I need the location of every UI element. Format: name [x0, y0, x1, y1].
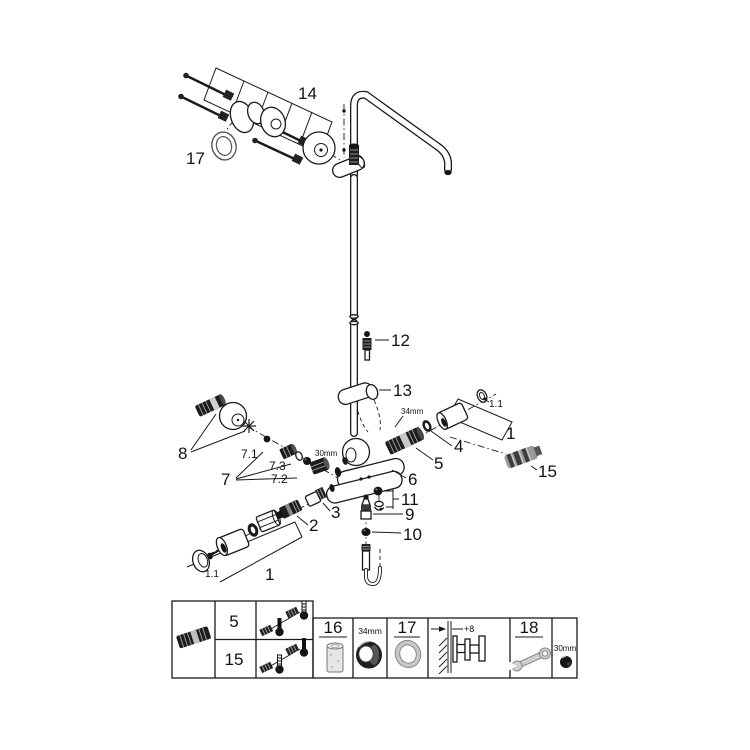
legend-cell-wall-offset: +8 [431, 621, 486, 675]
wall-seal-ring-17: 17 [186, 131, 237, 168]
aerator-2: 2 [275, 499, 318, 535]
legend-row1-icons [259, 600, 309, 637]
broach-mark [242, 419, 256, 433]
escutcheon [302, 131, 336, 165]
arm-end-fitting [444, 169, 452, 176]
size-note-34mm: 34mm [394, 407, 424, 428]
callout-7-2: 7.2 [271, 472, 288, 486]
valve-body-6: 6 [325, 437, 417, 504]
shower-arm-and-riser [332, 90, 453, 437]
callout-1-right: 1 [506, 424, 515, 443]
callout-2: 2 [309, 516, 318, 535]
callout-5: 5 [434, 454, 443, 473]
legend-cell-18: 18 [508, 618, 551, 672]
callout-4: 4 [454, 437, 463, 456]
coupler-1-bottom: 1.1 1 [186, 509, 303, 584]
legend-tools-strip [312, 617, 578, 679]
size-30mm-label: 30mm [315, 449, 338, 458]
outlet-hose [361, 544, 382, 587]
legend-row2-icons [259, 638, 309, 674]
legend-row2-number: 15 [225, 650, 244, 669]
riser-connector-nut [349, 143, 359, 165]
callout-7-1: 7.1 [241, 447, 258, 461]
cartridge-5: 5 [385, 426, 443, 473]
callout-1-1-bottom: 1.1 [205, 569, 219, 580]
part-12-stop-screw: 12 [362, 331, 410, 361]
coupler-1-right: 1.1 1 [436, 389, 515, 443]
callout-17: 17 [186, 149, 205, 168]
mount-dome [259, 106, 287, 138]
callout-12: 12 [391, 331, 410, 350]
callout-11: 11 [401, 490, 419, 509]
legend-table: 5 15 16 [171, 600, 578, 679]
legend-row1-number: 5 [229, 612, 238, 631]
callout-15-right: 15 [538, 462, 557, 481]
legend-cartridge-icon [176, 626, 211, 649]
handle-parts-7: 7 7.1 7.3 7.2 30mm [221, 435, 338, 489]
legend-cell-30mm: 30mm [554, 644, 577, 668]
callout-10: 10 [403, 525, 422, 544]
callout-3: 3 [331, 503, 340, 522]
oring-4: 4 [422, 420, 463, 456]
wall-mount-group-14: 14 [178, 67, 336, 165]
part-13-pipe-clamp: 13 [337, 381, 412, 406]
legend-17-number: 17 [398, 618, 417, 637]
callout-8: 8 [178, 444, 187, 463]
wall-union [332, 155, 366, 179]
diverter-9: 9 [360, 494, 414, 524]
legend-34mm-label: 34mm [358, 626, 382, 636]
callout-9: 9 [405, 505, 414, 524]
nut-10: 10 [361, 525, 422, 544]
callout-14: 14 [298, 84, 317, 103]
legend-cell-34mm: 34mm [356, 626, 382, 669]
insert-3: 3 [304, 486, 340, 522]
size-34mm-label: 34mm [401, 407, 424, 416]
callout-7: 7 [221, 470, 230, 489]
callout-1-bottom: 1 [265, 565, 274, 584]
callout-13: 13 [393, 381, 412, 400]
legend-30mm-label: 30mm [554, 644, 577, 653]
check-valve-15-right: 15 [504, 445, 557, 481]
check-valve-knob-8: 8 [178, 394, 256, 463]
legend-cell-17: 17 [394, 618, 422, 669]
callout-6: 6 [408, 470, 417, 489]
small-parts-11: 11 [373, 486, 419, 511]
callout-7-3: 7.3 [269, 459, 286, 473]
legend-16-number: 16 [324, 618, 343, 637]
legend-cell-16: 16 [319, 618, 347, 673]
legend-offset-label: +8 [464, 624, 474, 634]
wall-hatching [438, 637, 448, 675]
oring-1-1-right [476, 389, 488, 403]
legend-18-number: 18 [520, 618, 539, 637]
callout-1-1-right: 1.1 [489, 399, 503, 410]
